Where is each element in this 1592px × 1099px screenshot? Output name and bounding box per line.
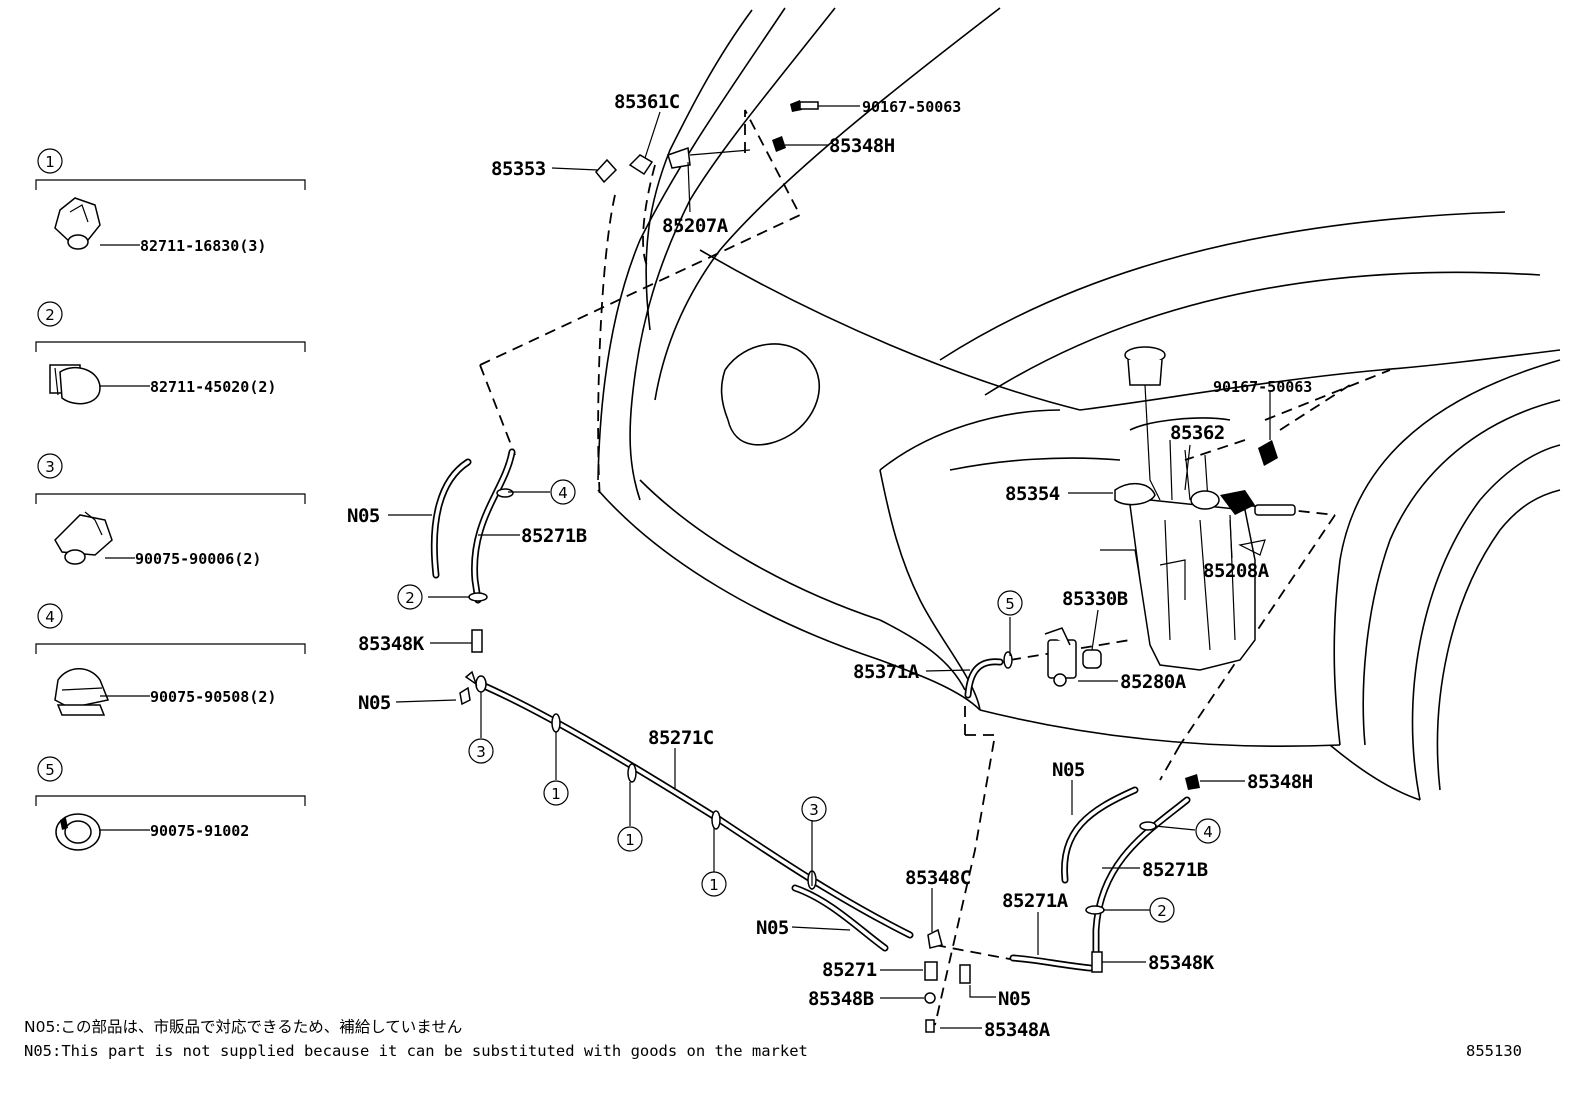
label-85348A: 85348A	[984, 1019, 1051, 1041]
callout-2-left: 2	[397, 584, 423, 610]
legend-item-2: 2 82711-45020(2)	[35, 301, 306, 405]
label-85354: 85354	[1005, 483, 1060, 505]
svg-text:2: 2	[45, 306, 55, 324]
washer-tank	[1100, 346, 1296, 671]
svg-text:4: 4	[45, 608, 55, 626]
svg-text:5: 5	[45, 761, 55, 779]
reference-dashed-lines	[479, 109, 1391, 1026]
legend-item-1: 1 82711-16830(3)	[35, 148, 306, 255]
label-85280A: 85280A	[1120, 671, 1187, 693]
label-85348H-top: 85348H	[829, 135, 895, 157]
svg-text:1: 1	[709, 876, 719, 894]
note-japanese: N05:この部品は、市販品で対応できるため、補給していません	[24, 1018, 462, 1036]
hose-band-icon	[54, 668, 110, 716]
svg-text:1: 1	[625, 831, 635, 849]
label-85271: 85271	[822, 959, 877, 981]
label-85348C: 85348C	[905, 867, 971, 889]
callouts: 4 2 3 1 1 1 3 5	[397, 479, 1221, 923]
svg-text:2: 2	[1157, 902, 1167, 920]
label-n05-left: N05	[347, 505, 380, 527]
label-85348B: 85348B	[808, 988, 874, 1010]
note-english: N05:This part is not supplied because it…	[24, 1042, 808, 1060]
label-85271B-left: 85271B	[521, 525, 587, 547]
diagram-id: 855130	[1466, 1042, 1522, 1060]
callout-3-mid: 3	[801, 796, 827, 822]
svg-text:90075-90006(2): 90075-90006(2)	[135, 550, 261, 568]
callout-1-b: 1	[617, 826, 643, 852]
svg-text:82711-45020(2): 82711-45020(2)	[150, 378, 276, 396]
svg-text:90075-91002: 90075-91002	[150, 822, 249, 840]
callout-2-right: 2	[1149, 897, 1175, 923]
label-85348K-right: 85348K	[1148, 952, 1215, 974]
svg-text:90075-90508(2): 90075-90508(2)	[150, 688, 276, 706]
legend: 1 82711-16830(3) 2 82711-45020(2)	[35, 148, 306, 851]
svg-text:3: 3	[476, 743, 486, 761]
legend-item-3: 3 90075-90006(2)	[35, 453, 306, 568]
label-85208A: 85208A	[1203, 560, 1270, 582]
hose-clip-icon	[49, 364, 101, 405]
label-n05-right: N05	[1052, 759, 1085, 781]
svg-text:82711-16830(3): 82711-16830(3)	[140, 237, 266, 255]
label-85371A: 85371A	[853, 661, 920, 683]
ring-clamp-icon	[55, 813, 101, 851]
legend-item-5: 5 90075-91002	[35, 756, 306, 851]
clip-icon	[54, 511, 113, 565]
label-85361C: 85361C	[614, 91, 680, 113]
label-n05-bottom: N05	[998, 988, 1031, 1010]
wire-clamp-icon	[54, 197, 101, 250]
label-85330B: 85330B	[1062, 588, 1128, 610]
svg-text:2: 2	[405, 589, 415, 607]
label-90167-50063-right: 90167-50063	[1213, 378, 1312, 396]
svg-text:1: 1	[551, 785, 561, 803]
leader-lines	[388, 105, 1271, 1029]
label-85348K-left: 85348K	[358, 633, 425, 655]
svg-text:3: 3	[45, 458, 55, 476]
callout-4-right: 4	[1195, 818, 1221, 844]
washer-pump	[1044, 627, 1102, 687]
callout-3-left: 3	[468, 738, 494, 764]
label-85353: 85353	[491, 158, 546, 180]
part-labels: 85361C 90167-50063 85348H 85353 85207A 9…	[347, 91, 1313, 1041]
nozzle-parts-top	[595, 100, 819, 184]
callout-4-left: 4	[550, 479, 576, 505]
fittings	[459, 670, 1200, 1033]
label-85362: 85362	[1170, 422, 1225, 444]
label-90167-50063-top: 90167-50063	[862, 98, 961, 116]
label-85348H-right: 85348H	[1247, 771, 1313, 793]
svg-text:3: 3	[809, 801, 819, 819]
label-n05-mid: N05	[756, 917, 789, 939]
legend-item-4: 4 90075-90508(2)	[35, 603, 306, 716]
callout-5: 5	[997, 590, 1023, 616]
label-85271C: 85271C	[648, 727, 714, 749]
label-85207A: 85207A	[662, 215, 729, 237]
footnotes: N05:この部品は、市販品で対応できるため、補給していません N05:This …	[24, 1018, 1522, 1060]
label-85271A: 85271A	[1002, 890, 1069, 912]
svg-text:5: 5	[1005, 595, 1015, 613]
label-n05-left2: N05	[358, 692, 391, 714]
callout-1-c: 1	[701, 871, 727, 897]
svg-text:4: 4	[558, 484, 568, 502]
label-85271B-right: 85271B	[1142, 859, 1208, 881]
svg-text:4: 4	[1203, 823, 1213, 841]
callout-1-a: 1	[543, 780, 569, 806]
svg-text:1: 1	[45, 153, 55, 171]
